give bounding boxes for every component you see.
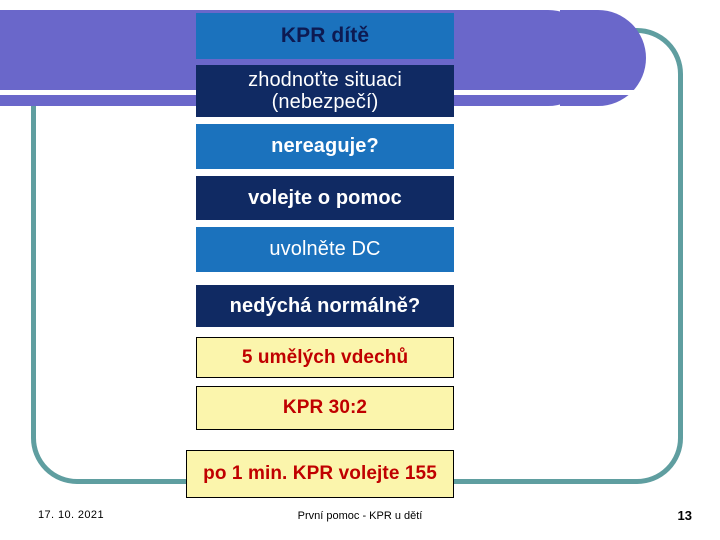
flow-step-label: 5 umělých vdechů xyxy=(241,346,409,368)
flow-step-volejte-o-pomoc[interactable]: volejte o pomoc xyxy=(196,176,454,220)
flow-step-label: nereaguje? xyxy=(271,135,379,158)
footer-page-number: 13 xyxy=(677,508,692,523)
flow-step-label: KPR 30:2 xyxy=(282,397,368,419)
flow-step-label: KPR dítě xyxy=(280,24,370,48)
footer-subtitle: První pomoc - KPR u dětí xyxy=(297,510,423,522)
flow-step-uvolnete-dc[interactable]: uvolněte DC xyxy=(196,227,454,272)
flow-step-label: nedýchá normálně? xyxy=(229,294,421,317)
footer-date: 17. 10. 2021 xyxy=(38,509,104,521)
flow-step-po-1-min-kpr-volejte-155[interactable]: po 1 min. KPR volejte 155 xyxy=(186,450,454,498)
flow-step-5-umelych-vdechu[interactable]: 5 umělých vdechů xyxy=(196,337,454,378)
flow-step-label: uvolněte DC xyxy=(269,238,381,261)
flow-step-label: volejte o pomoc xyxy=(248,186,402,209)
flow-step-nedycha-normalne[interactable]: nedýchá normálně? xyxy=(196,285,454,327)
flow-step-label: po 1 min. KPR volejte 155 xyxy=(203,463,437,485)
flow-step-kpr-dite[interactable]: KPR dítě xyxy=(196,13,454,59)
flow-step-kpr-30-2[interactable]: KPR 30:2 xyxy=(196,386,454,430)
flow-step-label: zhodnoťte situaci (nebezpečí) xyxy=(248,68,402,113)
flow-step-nereaguje[interactable]: nereaguje? xyxy=(196,124,454,169)
flow-step-zhodnotte-situaci[interactable]: zhodnoťte situaci (nebezpečí) xyxy=(196,65,454,117)
